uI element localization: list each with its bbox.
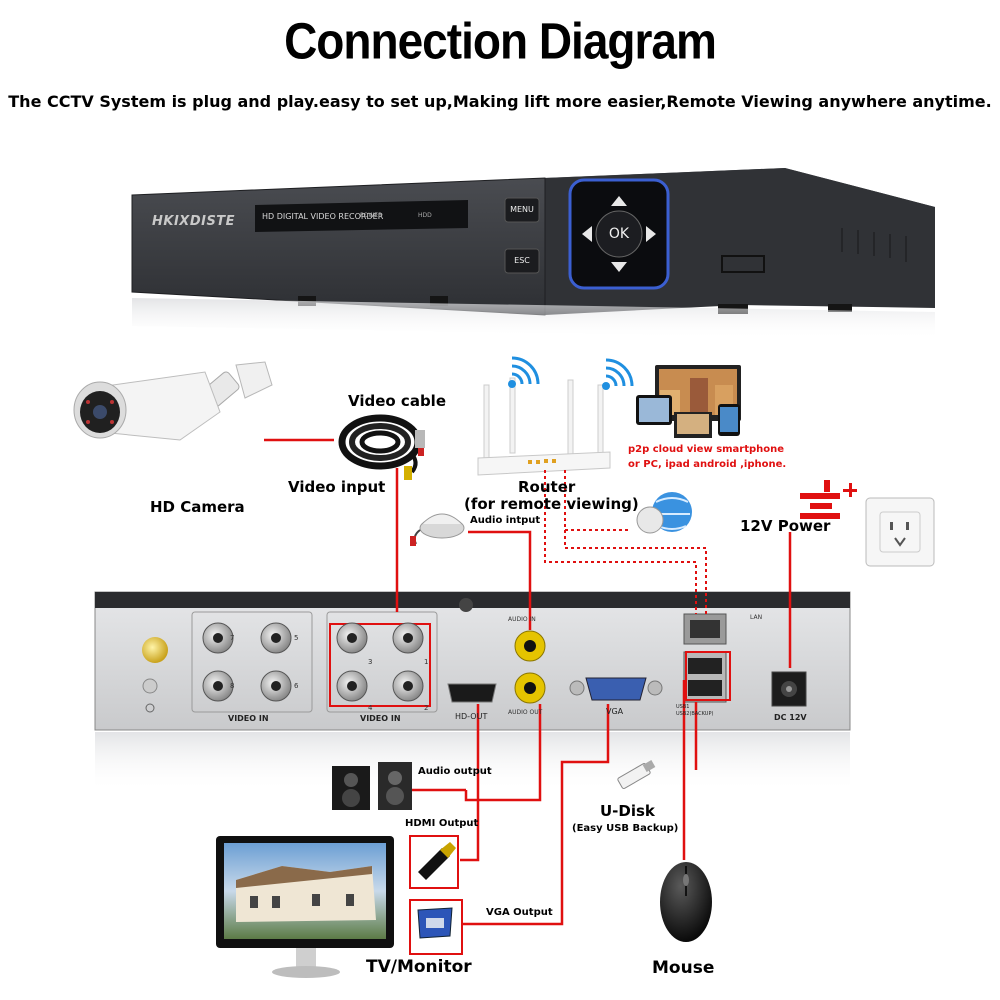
- tv-monitor: [216, 836, 394, 978]
- ok-button[interactable]: OK: [608, 226, 630, 242]
- hdmi-label: HD-OUT: [455, 712, 488, 721]
- audio-microphone: [410, 513, 465, 546]
- audio-out-label: AUDIO OUT: [508, 709, 543, 716]
- dvr-front-unit: [131, 168, 935, 340]
- lan-label: LAN: [750, 614, 763, 621]
- audio-rca-port: [514, 630, 546, 704]
- wifi-icon-2: [602, 358, 634, 390]
- audio-input-label: Audio intput: [470, 515, 541, 526]
- lan-usb-ports: [683, 613, 731, 703]
- connection-lines: [264, 438, 792, 926]
- speaker-set: [332, 762, 412, 810]
- dvr-power-label: POWER: [360, 212, 383, 219]
- port-number: 5: [294, 634, 299, 642]
- hdmi-output-label: HDMI Output: [405, 818, 479, 829]
- hdmi-cable-image: [409, 835, 459, 889]
- port-number: 4: [368, 704, 373, 712]
- email-globe-icon: [636, 492, 692, 534]
- video-cable-coil: [338, 414, 425, 480]
- hd-camera: [73, 361, 273, 441]
- network-dotted-lines: [544, 470, 707, 614]
- mouse-image: [660, 862, 712, 942]
- vga-cable-image: [409, 899, 463, 955]
- usb-backup-label: (Easy USB Backup): [572, 823, 679, 834]
- audio-in-label: AUDIO IN: [508, 616, 536, 623]
- port-number: 8: [230, 682, 235, 690]
- router-device: [477, 377, 611, 476]
- dc-power-port: [771, 671, 807, 707]
- diagram-subtitle: The CCTV System is plug and play.easy to…: [8, 92, 992, 111]
- wifi-icon: [508, 356, 540, 388]
- vga-label: VGA: [606, 707, 624, 716]
- dvr-hdd-label: HDD: [418, 212, 432, 219]
- usb-disk-image: [617, 760, 656, 789]
- video-input-label: Video input: [288, 478, 386, 496]
- port-number: 2: [424, 704, 429, 712]
- port-number: 7: [230, 634, 235, 642]
- audio-output-label: Audio output: [418, 766, 492, 777]
- router-label: Router: [518, 478, 576, 496]
- hd-camera-label: HD Camera: [150, 498, 245, 516]
- mouse-label: Mouse: [652, 958, 715, 978]
- hdmi-port: [447, 683, 497, 703]
- esc-button[interactable]: ESC: [514, 256, 530, 265]
- port-number: 3: [368, 658, 373, 666]
- dvr-panel-label: HD DIGITAL VIDEO RECORDER: [262, 212, 384, 221]
- port-number: 6: [294, 682, 299, 690]
- video-cable-label: Video cable: [348, 392, 446, 410]
- diagram-title: Connection Diagram: [284, 12, 717, 70]
- menu-button[interactable]: MENU: [510, 205, 534, 214]
- tv-monitor-label: TV/Monitor: [366, 957, 472, 977]
- p2p-label-line2: or PC, ipad android ,iphone.: [628, 459, 787, 470]
- power-symbol: [800, 480, 857, 519]
- vga-port: [569, 677, 663, 701]
- remote-devices-image: [636, 365, 741, 438]
- dvr-brand-logo: HKIXDISTE: [152, 214, 236, 229]
- vga-output-label: VGA Output: [486, 907, 553, 918]
- power-label: 12V Power: [740, 517, 831, 535]
- u-disk-label: U-Disk: [600, 802, 655, 820]
- dc-label: DC 12V: [774, 713, 807, 722]
- port-number: 1: [424, 658, 429, 666]
- router-note-label: (for remote viewing): [464, 495, 639, 513]
- p2p-label-line1: p2p cloud view smartphone: [628, 444, 785, 455]
- video-in-label-2: VIDEO IN: [360, 714, 401, 723]
- usb2-label: USB2(BACKUP): [676, 711, 714, 717]
- wall-outlet: [865, 497, 935, 567]
- video-in-label-1: VIDEO IN: [228, 714, 269, 723]
- usb1-label: USB1: [676, 704, 690, 710]
- bnc-port: [202, 622, 424, 702]
